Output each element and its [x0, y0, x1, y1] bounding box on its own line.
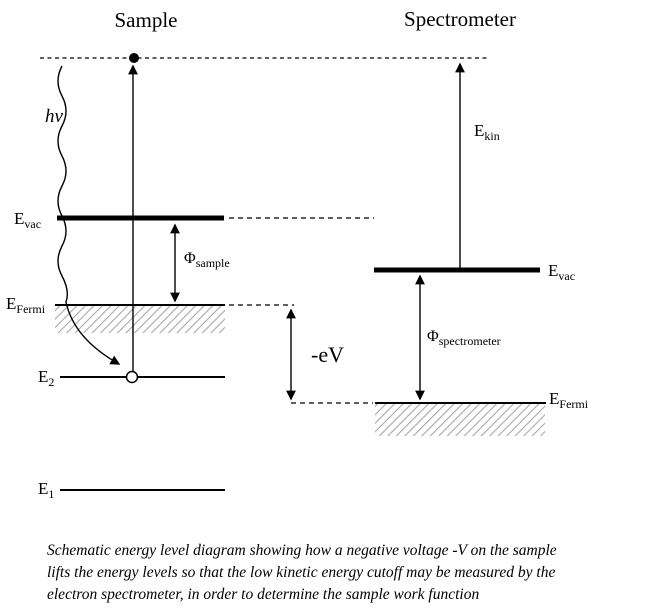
spectrometer-fermi-label-base: E	[549, 389, 559, 408]
sample-evac-label-sub: vac	[24, 217, 41, 231]
figure-caption-line-1: Schematic energy level diagram showing h…	[47, 542, 557, 559]
emitted-electron-dot	[129, 53, 139, 63]
figure-caption: Schematic energy level diagram showing h…	[47, 540, 622, 606]
phi-spectrometer-label-sub: spectrometer	[439, 334, 501, 348]
sample-fermi-label: EFermi	[6, 294, 46, 316]
e2-label-base: E	[38, 367, 48, 386]
sample-fermi-label-sub: Fermi	[16, 302, 45, 316]
spectrometer-occupied-states-hatch	[375, 404, 545, 436]
spectrometer-fermi-label: EFermi	[549, 389, 589, 411]
bias-label: -eV	[311, 342, 344, 367]
spectrometer-evac-label-sub: vac	[558, 269, 575, 283]
spectrometer-title: Spectrometer	[404, 7, 516, 31]
ekin-label-sub: kin	[484, 129, 499, 143]
spectrometer-evac-label-base: E	[548, 261, 558, 280]
e1-label-sub: 1	[48, 487, 54, 501]
electron-hole-circle	[125, 370, 139, 384]
sample-title: Sample	[115, 8, 178, 32]
spectrometer-fermi-label-sub: Fermi	[559, 397, 588, 411]
figure-caption-line-2: lifts the energy levels so that the low …	[47, 564, 556, 581]
sample-evac-label: Evac	[14, 209, 41, 231]
figure-caption-line-3: electron spectrometer, in order to deter…	[47, 586, 480, 603]
spectrometer-evac-label: Evac	[548, 261, 575, 283]
phi-spectrometer-label: Φspectrometer	[427, 328, 501, 348]
photon-wavy-arrow	[57, 65, 121, 365]
phi-spectrometer-label-base: Φ	[427, 328, 439, 345]
sample-occupied-states-hatch	[55, 306, 225, 333]
diagram-canvas: Sample Spectrometer hν Evac	[6, 7, 589, 501]
photon-label: hν	[45, 106, 64, 127]
ekin-label-base: E	[474, 121, 484, 140]
e2-label-sub: 2	[48, 375, 54, 389]
e2-label: E2	[38, 367, 54, 389]
phi-sample-label: Φsample	[184, 250, 230, 270]
sample-evac-label-base: E	[14, 209, 24, 228]
e1-label: E1	[38, 479, 54, 501]
phi-sample-label-base: Φ	[184, 250, 196, 267]
phi-sample-label-sub: sample	[196, 256, 230, 270]
sample-fermi-label-base: E	[6, 294, 16, 313]
ekin-label: Ekin	[474, 121, 500, 143]
e1-label-base: E	[38, 479, 48, 498]
